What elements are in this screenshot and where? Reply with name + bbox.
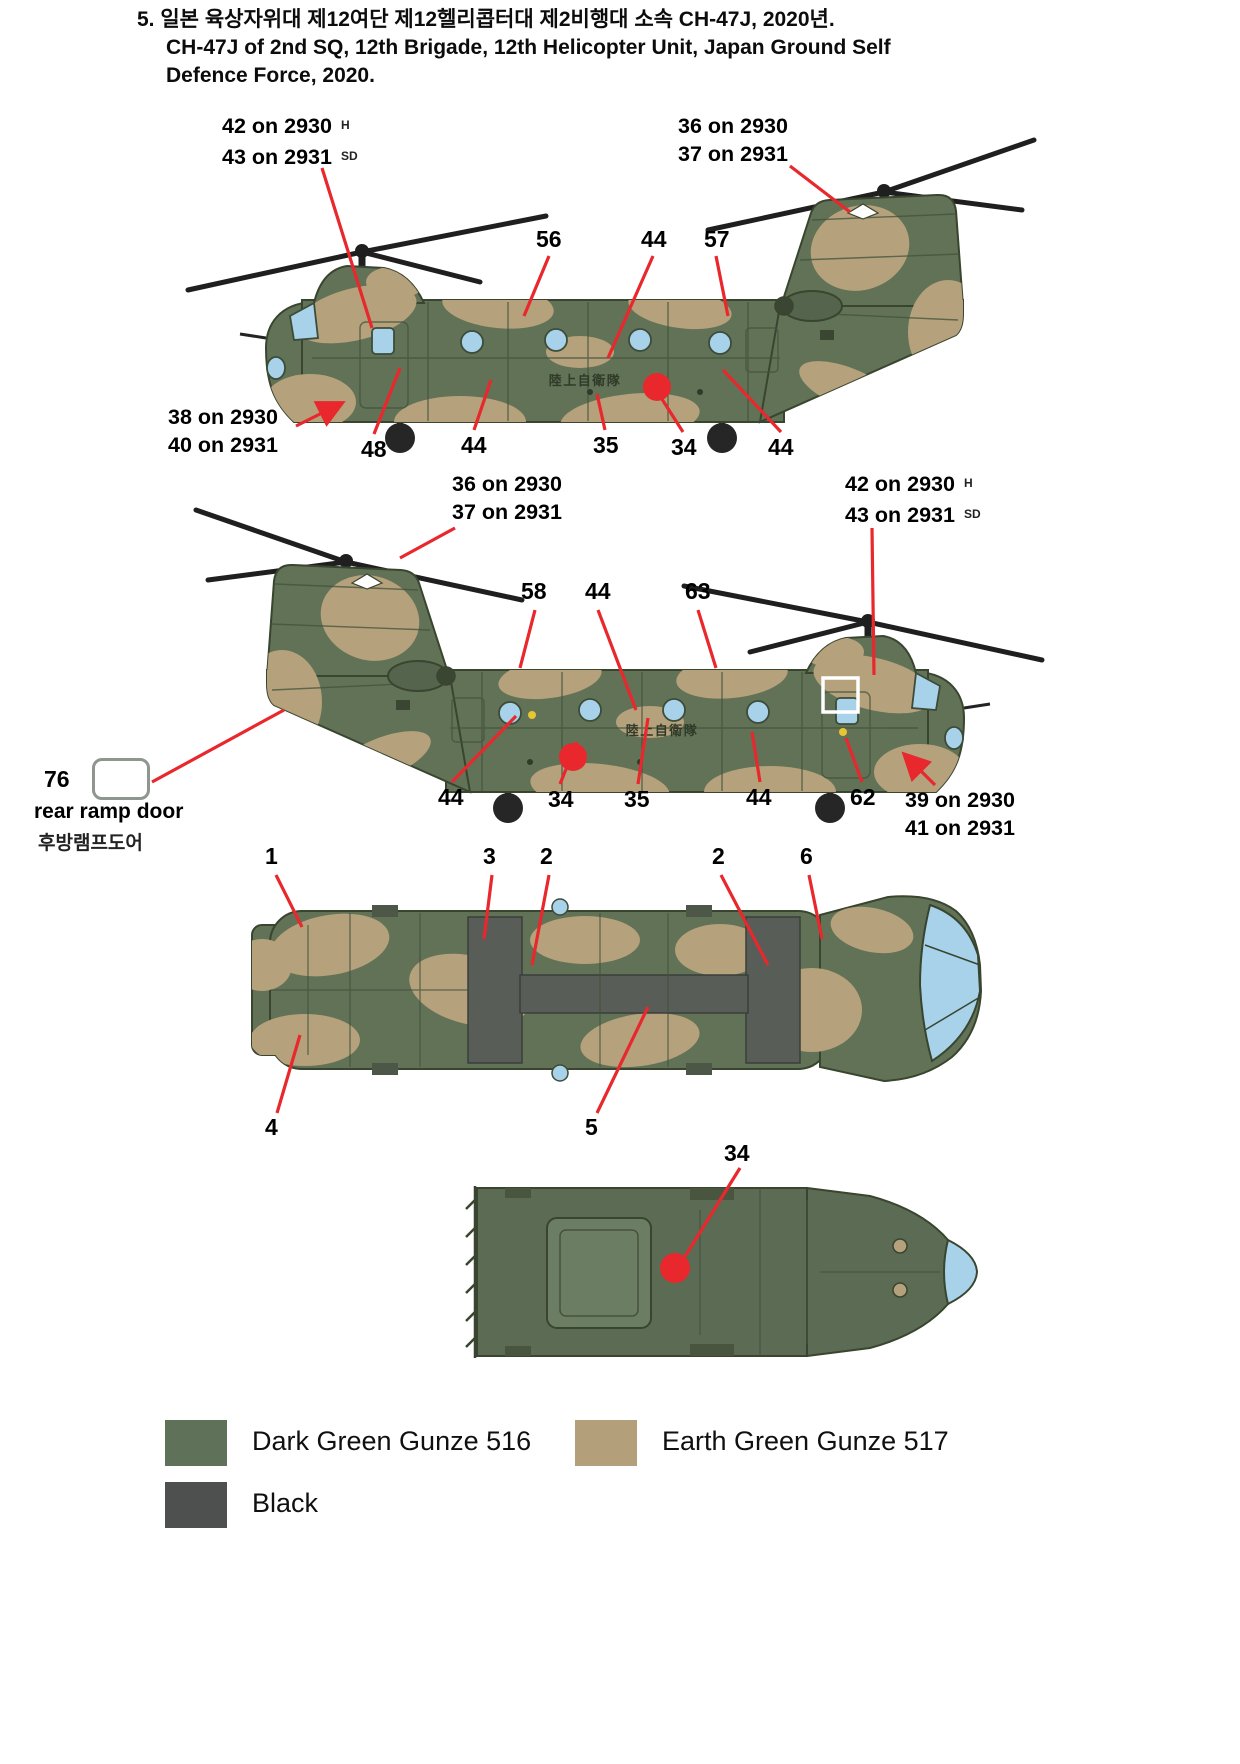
color-legend: Dark Green Gunze 516 Earth Green Gunze 5… (0, 1416, 1240, 1556)
scheme-title-english-2: Defence Force, 2020. (166, 64, 375, 87)
callout-44-right: 44 (768, 434, 794, 460)
callout-36-37: 36 on 2930 37 on 2931 (452, 470, 562, 526)
top-view-fuselage (251, 895, 982, 1082)
legend-swatch-earth-green (575, 1420, 637, 1466)
callout-34: 34 (671, 434, 697, 460)
callout-2-left: 2 (540, 843, 553, 869)
callout-6: 6 (800, 843, 813, 869)
callout-62: 62 (850, 784, 876, 810)
callout-3: 3 (483, 843, 496, 869)
callout-44-left: 44 (438, 784, 464, 810)
legend-label-dark-green: Dark Green Gunze 516 (252, 1426, 532, 1456)
panel-lines (699, 1188, 940, 1356)
callout-4: 4 (265, 1114, 278, 1140)
side-view-1-illustration: 陸上自衛隊 (0, 100, 1240, 472)
callout-line: 41 on 2931 (905, 816, 1015, 840)
legend-swatch-black (165, 1482, 227, 1528)
leader-lines-view4 (682, 1167, 742, 1259)
hinomaru-roundel (660, 1253, 690, 1283)
callout-suffix: SD (963, 507, 981, 521)
legend-swatch-dark-green (165, 1420, 227, 1466)
scheme-title-korean: 5. 일본 육상자위대 제12여단 제12헬리콥터대 제2비행대 소속 CH-4… (137, 8, 835, 31)
callout-line: 40 on 2931 (168, 433, 278, 457)
callout-line: 36 on 2930 (452, 472, 562, 496)
callout-suffix: H (963, 476, 973, 490)
callout-line: 42 on 2930 (222, 114, 332, 138)
leader-lines-view2 (151, 526, 937, 787)
yellow-dot-marking (528, 711, 536, 719)
callout-48: 48 (361, 436, 387, 462)
callout-line: 43 on 2931 (222, 145, 332, 169)
callout-44-top: 44 (641, 226, 667, 252)
callout-35: 35 (593, 432, 619, 458)
callout-35: 35 (624, 786, 650, 812)
scheme-title: 5. 일본 육상자위대 제12여단 제12헬리콥터대 제2비행대 소속 CH-4… (137, 6, 1137, 90)
callout-line: 37 on 2931 (678, 142, 788, 166)
helicopter-side-art (188, 140, 1034, 453)
edge-fittings (372, 905, 712, 1075)
callout-line: 39 on 2930 (905, 788, 1015, 812)
callout-57: 57 (704, 226, 730, 252)
top-view-illustration (251, 874, 982, 1114)
scheme-title-english-1: CH-47J of 2nd SQ, 12th Brigade, 12th Hel… (166, 36, 891, 59)
callout-2-right: 2 (712, 843, 725, 869)
callout-34: 34 (724, 1140, 750, 1166)
rear-ramp-panel (546, 1217, 652, 1329)
callout-39-41: 39 on 2930 41 on 2931 (905, 786, 1015, 842)
legend-label-black: Black (252, 1488, 319, 1518)
callout-5: 5 (585, 1114, 598, 1140)
callout-suffix: SD (340, 149, 358, 163)
callout-line: 38 on 2930 (168, 405, 278, 429)
fuselage-marking-text: 陸上自衛隊 (549, 373, 622, 388)
upper-window (551, 898, 569, 916)
callout-56: 56 (536, 226, 562, 252)
bottom-view-illustration (465, 1167, 979, 1358)
upper-window (551, 1064, 569, 1082)
spine-walkway (519, 974, 749, 1014)
cockpit-glazing-top (918, 903, 982, 1063)
fuselage-marking-text: 陸上自衛隊 (626, 723, 699, 738)
bottom-view-fuselage (465, 1186, 979, 1358)
callout-line: 37 on 2931 (452, 500, 562, 524)
side-view-2-illustration: 陸上自衛隊 (151, 470, 1240, 845)
leader-lines-view3 (274, 874, 824, 1114)
callout-36-37: 36 on 2930 37 on 2931 (678, 112, 788, 168)
leader-lines-view1 (295, 164, 851, 435)
nose-glazing (943, 1238, 979, 1306)
legend-label-earth-green: Earth Green Gunze 517 (662, 1426, 949, 1456)
rear-ramp-door-label: rear ramp door (34, 800, 184, 823)
callout-76: 76 (44, 766, 70, 792)
callout-34: 34 (548, 786, 574, 812)
callout-44-right: 44 (746, 784, 772, 810)
callout-42-43: 42 on 2930 H 43 on 2931 SD (845, 470, 981, 532)
callout-58: 58 (521, 578, 547, 604)
callout-44-top: 44 (585, 578, 611, 604)
callout-line: 42 on 2930 (845, 472, 955, 496)
callout-38-40: 38 on 2930 40 on 2931 (168, 403, 278, 459)
yellow-dot-marking (839, 728, 847, 736)
callout-line: 36 on 2930 (678, 114, 788, 138)
callout-63: 63 (685, 578, 711, 604)
rear-ramp-door-icon (92, 758, 150, 800)
callout-44-left: 44 (461, 432, 487, 458)
callout-line: 43 on 2931 (845, 503, 955, 527)
edge-fittings (505, 1188, 734, 1356)
callout-suffix: H (340, 118, 350, 132)
callout-42-43: 42 on 2930 H 43 on 2931 SD (222, 112, 358, 174)
panel-lines (270, 913, 669, 1067)
white-frame-marking (821, 676, 860, 714)
rear-ramp-door-label-korean: 후방램프도어 (38, 833, 143, 854)
section-break-line (465, 1186, 477, 1358)
callout-1: 1 (265, 843, 278, 869)
